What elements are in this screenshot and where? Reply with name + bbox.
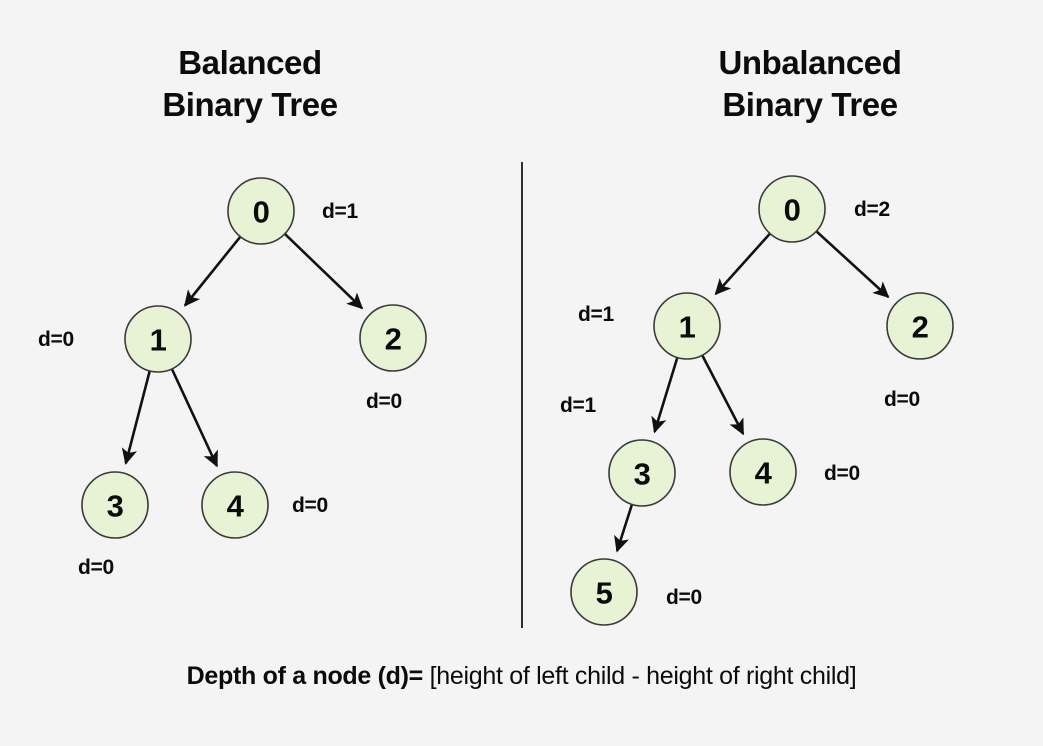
depth-label-right-node-2: d=0 xyxy=(884,388,920,411)
node-value-label: 3 xyxy=(634,457,651,492)
node-circle xyxy=(608,439,676,507)
tree-node-left-1[interactable]: 1 xyxy=(124,305,192,373)
depth-label-right-node-3: d=1 xyxy=(560,394,596,417)
depth-label-left-node-1: d=0 xyxy=(38,328,74,351)
node-value-label: 1 xyxy=(679,310,696,345)
tree-node-right-2[interactable]: 2 xyxy=(886,292,954,360)
tree-node-right-4[interactable]: 4 xyxy=(729,438,797,506)
depth-label-left-node-2: d=0 xyxy=(366,390,402,413)
tree-edge-1-to-3 xyxy=(651,355,680,434)
node-value-label: 5 xyxy=(596,576,613,611)
node-value-label: 4 xyxy=(755,456,773,491)
tree-node-right-5[interactable]: 5 xyxy=(570,558,638,626)
node-circle xyxy=(653,292,721,360)
tree-edge-1-to-3 xyxy=(121,368,152,465)
left-panel-title: Balanced Binary Tree xyxy=(162,44,338,124)
node-value-label: 2 xyxy=(912,310,929,345)
depth-label-right-node-0: d=2 xyxy=(854,198,890,221)
depth-label-left-node-0: d=1 xyxy=(322,200,358,223)
depth-label-left-node-4: d=0 xyxy=(292,494,328,517)
panel-divider xyxy=(521,162,523,628)
node-circle xyxy=(886,292,954,360)
tree-edge-0-to-1 xyxy=(714,231,773,296)
node-value-label: 1 xyxy=(150,323,167,358)
depth-label-right-node-5: d=0 xyxy=(666,586,702,609)
node-value-label: 4 xyxy=(227,489,245,524)
tree-node-right-1[interactable]: 1 xyxy=(653,292,721,360)
node-value-label: 3 xyxy=(107,489,124,524)
tree-node-right-3[interactable]: 3 xyxy=(608,439,676,507)
tree-node-left-2[interactable]: 2 xyxy=(359,304,427,372)
tree-node-left-4[interactable]: 4 xyxy=(201,471,269,539)
tree-edge-0-to-2 xyxy=(814,228,890,299)
tree-node-left-0[interactable]: 0 xyxy=(227,177,295,245)
tree-edge-1-to-4 xyxy=(700,352,745,436)
tree-nodes: 0 1 2 3 4 0 1 2 3 4 5 xyxy=(81,175,954,626)
tree-edge-3-to-5 xyxy=(614,502,634,553)
node-circle xyxy=(570,558,638,626)
tree-node-right-0[interactable]: 0 xyxy=(758,175,826,243)
tree-node-left-3[interactable]: 3 xyxy=(81,471,149,539)
node-circle xyxy=(124,305,192,373)
node-circle xyxy=(758,175,826,243)
depth-label-right-node-4: d=0 xyxy=(824,462,860,485)
node-circle xyxy=(201,471,269,539)
node-circle xyxy=(227,177,295,245)
formula-normal-text: [height of left child - height of right … xyxy=(422,662,857,690)
node-circle xyxy=(81,471,149,539)
node-value-label: 0 xyxy=(253,195,270,230)
tree-edge-1-to-4 xyxy=(169,366,219,468)
tree-edges xyxy=(121,228,890,553)
node-value-label: 0 xyxy=(784,193,801,228)
formula-caption: Depth of a node (d)= [height of left chi… xyxy=(0,662,1043,691)
node-circle xyxy=(359,304,427,372)
formula-bold-text: Depth of a node (d)= xyxy=(186,662,424,690)
right-panel-title: Unbalanced Binary Tree xyxy=(718,44,902,124)
tree-edge-0-to-2 xyxy=(282,231,364,310)
tree-edge-0-to-1 xyxy=(183,234,243,307)
node-circle xyxy=(729,438,797,506)
depth-label-left-node-3: d=0 xyxy=(78,556,114,579)
node-value-label: 2 xyxy=(385,322,402,357)
depth-label-right-node-1: d=1 xyxy=(578,303,614,326)
